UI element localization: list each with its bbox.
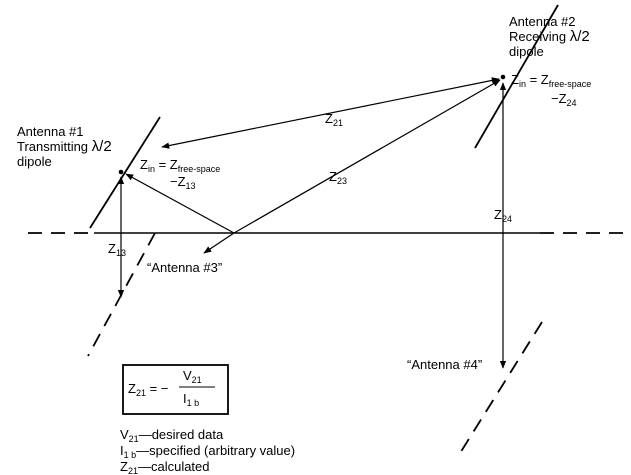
antenna-2-feed-point [500, 74, 506, 80]
antenna-2-subtitle-line3: dipole [509, 44, 544, 59]
z13-label: Z13 [108, 241, 126, 258]
antenna-3-label: “Antenna #3” [147, 260, 222, 275]
antenna-1-dipole [89, 116, 161, 229]
antenna-1-zin-label: Zin = Zfree-space [140, 157, 220, 174]
antenna-2-subtitle: Receiving λ/2 [509, 28, 590, 45]
z21-arrow [161, 77, 500, 149]
z24-label: Z24 [494, 207, 512, 224]
image-to-antenna3-arrow [203, 232, 235, 254]
antenna-4-image-dipole [456, 321, 543, 459]
antenna-1-zin-minus: −Z13 [170, 174, 196, 191]
z23-label: Z23 [329, 169, 347, 186]
formula-denominator: I1 b [183, 391, 199, 408]
antenna-4-label: “Antenna #4” [407, 357, 482, 372]
antenna-1-subtitle: Transmitting λ/2 [17, 138, 112, 155]
image-to-antenna1-arrow [125, 173, 235, 234]
formula-box [122, 364, 229, 415]
antenna-1-title: Antenna #1 [17, 124, 84, 139]
antenna-2-title: Antenna #2 [509, 14, 576, 29]
note-i1b: I1 b—specified (arbitrary value) [120, 443, 295, 460]
note-v21: V21—desired data [120, 427, 224, 444]
antenna-1-feed-point [118, 169, 124, 175]
formula-lhs: Z21 = − [128, 381, 168, 398]
antenna-2-zin-label: Zin = Zfree-space [511, 72, 591, 89]
z23-arrow [233, 79, 501, 234]
z21-label: Z21 [325, 111, 343, 128]
antenna-1-subtitle-line3: dipole [17, 154, 52, 169]
formula-numerator: V21 [183, 368, 202, 385]
note-z21: Z21—calculated [120, 459, 210, 475]
antenna-2-zin-minus: −Z24 [551, 91, 577, 108]
